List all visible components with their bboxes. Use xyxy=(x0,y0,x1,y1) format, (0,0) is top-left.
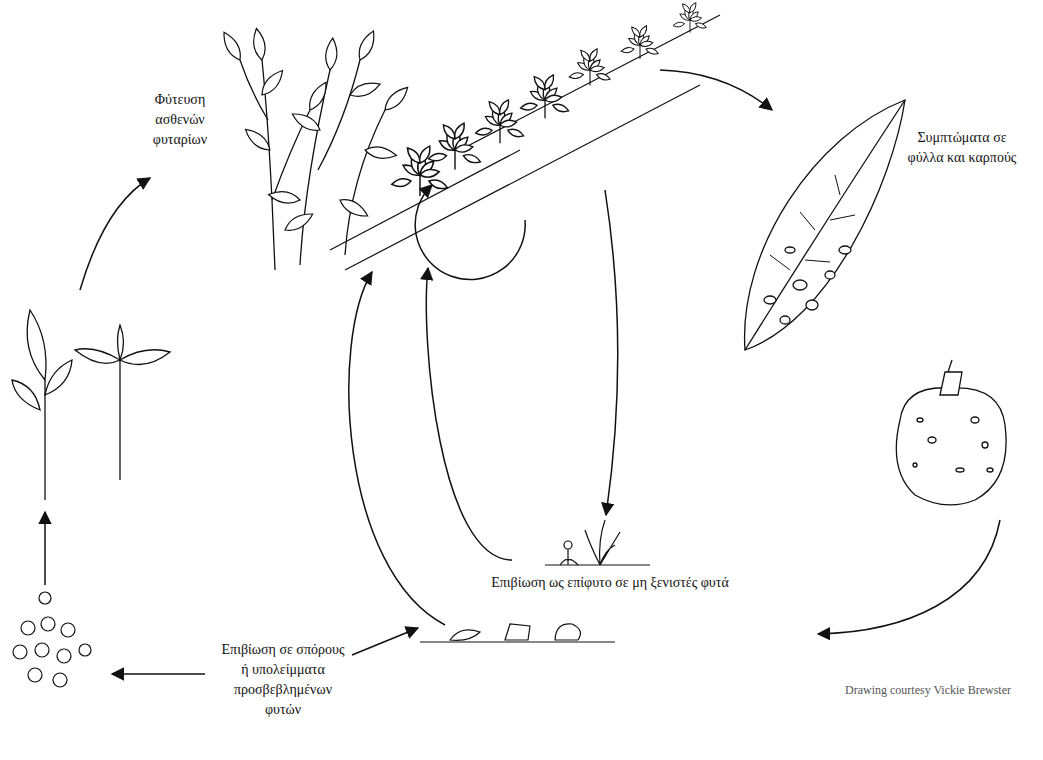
stage-label: Συμπτώματα σε φύλλα και καρπούς xyxy=(900,128,1024,168)
plant-debris xyxy=(420,624,615,642)
cycle-arrows xyxy=(45,70,1000,674)
stage-label: Φύτευση ασθενών φυταρίων xyxy=(135,90,225,150)
stage-label: Επιβίωση ως επίφυτο σε μη ξενιστές φυτά xyxy=(400,573,820,593)
field-plants xyxy=(391,2,707,196)
credit-note: Drawing courtesy Vickie Brewster xyxy=(845,680,1035,700)
non-host-weeds xyxy=(545,520,650,565)
pepper-plants xyxy=(219,28,411,270)
seeds xyxy=(13,592,91,687)
seedlings xyxy=(12,310,170,500)
infected-leaf xyxy=(745,100,905,350)
stage-label: Επιβίωση σε σπόρους ή υπολείμματα προσβε… xyxy=(218,640,348,720)
infected-fruit xyxy=(896,360,1006,505)
